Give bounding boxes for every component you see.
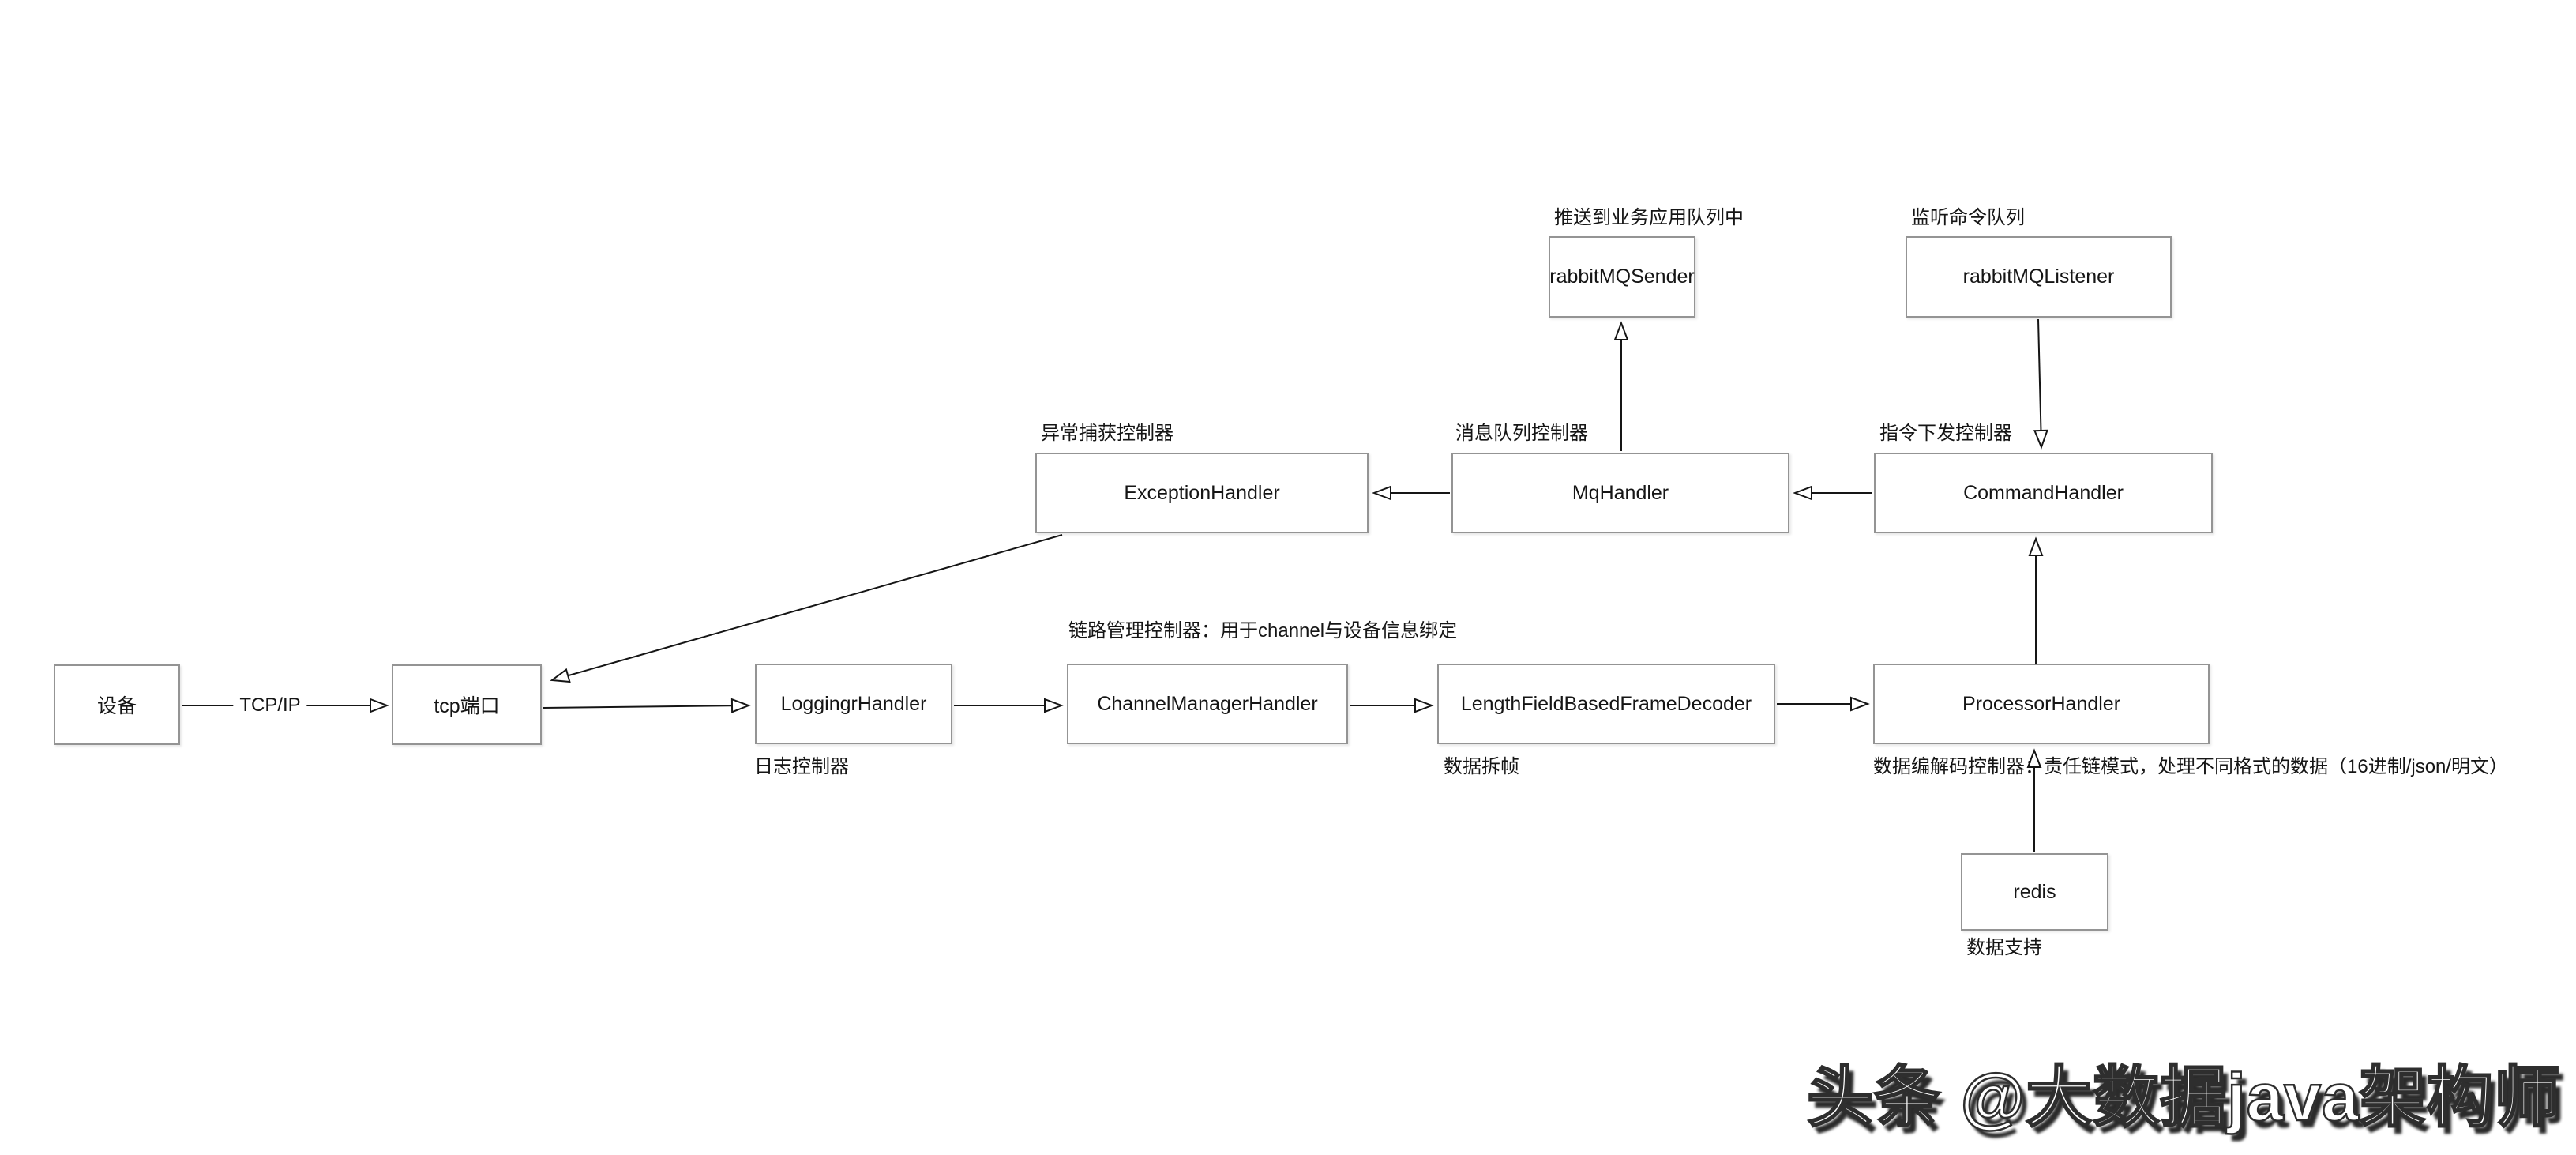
edge-exception-to-tcp	[550, 534, 1063, 683]
node-processor-handler: ProcessorHandler	[1873, 664, 2210, 744]
edge-tcp-to-logging	[543, 698, 751, 713]
label-codec-controller: 数据编解码控制器：责任链模式，处理不同格式的数据（16进制/json/明文）	[1873, 756, 2509, 777]
label-exception-controller: 异常捕获控制器	[1041, 423, 1173, 444]
node-command-handler: CommandHandler	[1874, 453, 2213, 533]
watermark-text: 头条 @大数据java架构师	[1806, 1059, 2561, 1136]
label-link-manager-controller: 链路管理控制器：用于channel与设备信息绑定	[1068, 620, 1458, 641]
node-device: 设备	[54, 664, 180, 745]
node-exception-handler: ExceptionHandler	[1035, 453, 1369, 533]
label-data-support: 数据支持	[1966, 937, 2042, 958]
node-logging-handler: LoggingrHandler	[755, 664, 952, 744]
node-rabbitmq-listener: rabbitMQListener	[1906, 236, 2172, 318]
label-push-to-business-queue: 推送到业务应用队列中	[1554, 207, 1744, 228]
label-log-controller: 日志控制器	[754, 756, 849, 777]
node-channel-manager-handler: ChannelManagerHandler	[1067, 664, 1348, 744]
label-frame-split: 数据拆帧	[1444, 756, 1519, 777]
label-listen-command-queue: 监听命令队列	[1911, 207, 2025, 228]
node-tcp-port: tcp端口	[392, 664, 542, 745]
node-mq-handler: MqHandler	[1451, 453, 1789, 533]
label-message-queue-controller: 消息队列控制器	[1455, 423, 1588, 444]
node-length-field-decoder: LengthFieldBasedFrameDecoder	[1437, 664, 1775, 744]
edge-rabbitmqlistener-to-command	[2033, 318, 2048, 450]
node-rabbitmq-sender: rabbitMQSender	[1549, 236, 1695, 318]
edge-label-tcp-ip: TCP/IP	[233, 694, 307, 717]
label-command-controller: 指令下发控制器	[1879, 423, 2012, 444]
node-redis: redis	[1961, 853, 2108, 931]
